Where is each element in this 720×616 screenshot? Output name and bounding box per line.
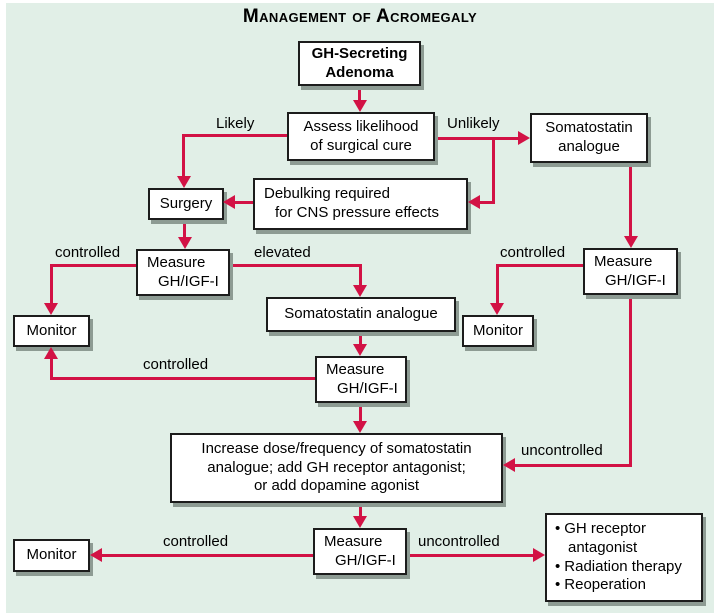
- edge-uncontrolled1-vline: [629, 295, 632, 467]
- diagram-title: Management of Acromegaly: [242, 6, 478, 27]
- edge-label-controlled-4: controlled: [163, 533, 229, 550]
- edge-unlikely-branch-hline: [480, 201, 495, 204]
- bullet-icon: •: [555, 557, 561, 575]
- arrowhead-likely-surgery: [177, 176, 191, 188]
- edge-debulking-surgery-line: [235, 201, 253, 204]
- edge-surgery-measure-line: [183, 220, 186, 237]
- text-line: Measure: [326, 360, 385, 378]
- node-assess-likelihood: Assess likelihood of surgical cure: [287, 112, 435, 161]
- edge-controlled3-vline: [496, 264, 499, 303]
- edge-unlikely-branch-vline: [492, 137, 495, 203]
- edge-elevated-hline: [230, 264, 362, 267]
- edge-label-controlled-1: controlled: [55, 244, 121, 261]
- text-line: Adenoma: [325, 63, 394, 81]
- edge-controlled3-hline: [498, 264, 583, 267]
- arrowhead-debulking-surgery: [223, 195, 235, 209]
- text-line: Monitor: [26, 546, 77, 564]
- node-measure-gh-igf1-left: Measure GH/IGF-I: [136, 249, 230, 296]
- edge-likely-hline: [184, 134, 287, 137]
- node-measure-gh-igf1-right: Measure GH/IGF-I: [583, 248, 678, 295]
- node-measure-gh-igf1-mid: Measure GH/IGF-I: [315, 356, 407, 403]
- node-gh-secreting-adenoma: GH-Secreting Adenoma: [298, 41, 421, 86]
- arrowhead-elevated-somatostatin: [353, 285, 367, 297]
- arrowhead-unlikely-debulking: [468, 195, 480, 209]
- arrowhead-uncontrolled2-options: [533, 548, 545, 562]
- edge-increase-measure-line: [359, 503, 362, 516]
- edge-label-uncontrolled-1: uncontrolled: [521, 442, 603, 459]
- text-line: GH receptor antagonist: [564, 520, 646, 556]
- edge-label-uncontrolled-2: uncontrolled: [418, 533, 500, 550]
- edge-label-controlled-3: controlled: [500, 244, 566, 261]
- list-item: •Reoperation: [555, 576, 646, 595]
- node-monitor-bottom: Monitor: [13, 539, 90, 572]
- text-line: Monitor: [26, 321, 77, 339]
- node-somatostatin-analogue-right: Somatostatin analogue: [530, 113, 648, 163]
- arrowhead-controlled4-monitor: [90, 548, 102, 562]
- node-monitor-right: Monitor: [462, 315, 534, 347]
- text-line: GH/IGF-I: [335, 551, 396, 569]
- text-line: Debulking required: [264, 185, 390, 203]
- text-line: Somatostatin analogue: [284, 305, 438, 323]
- text-line: GH/IGF-I: [605, 271, 666, 289]
- arrowhead-uncontrolled1-increase: [503, 458, 515, 472]
- text-line: GH/IGF-I: [337, 379, 398, 397]
- list-item: •Radiation therapy: [555, 558, 682, 577]
- list-item: •GH receptor antagonist: [555, 520, 695, 558]
- edge-label-elevated: elevated: [254, 244, 311, 261]
- arrowhead-controlled3-monitor: [490, 303, 504, 315]
- text-line: analogue; add GH receptor antagonist;: [207, 458, 466, 476]
- edge-label-unlikely: Unlikely: [447, 115, 500, 132]
- text-line: Radiation therapy: [564, 557, 682, 575]
- text-line: Monitor: [472, 321, 524, 339]
- text-line: Reoperation: [564, 576, 646, 594]
- node-increase-dose: Increase dose/frequency of somatostatin …: [170, 433, 503, 503]
- node-measure-gh-igf1-bottom: Measure GH/IGF-I: [313, 528, 407, 575]
- arrowhead-controlled2-monitor: [44, 347, 58, 359]
- arrowhead-somatostatin-measure: [353, 344, 367, 356]
- edge-somatostatin-right-measure-line: [629, 163, 632, 236]
- arrowhead-surgery-measure: [178, 237, 192, 249]
- text-line: or add dopamine agonist: [253, 477, 420, 495]
- edge-elevated-vline: [359, 264, 362, 285]
- edge-somatostatin-measure-line: [359, 331, 362, 344]
- edge-controlled1-vline: [50, 264, 53, 303]
- node-debulking: Debulking required for CNS pressure effe…: [253, 178, 468, 230]
- edge-measure-increase-line: [359, 403, 362, 421]
- arrowhead-measure-increase: [353, 421, 367, 433]
- edge-uncontrolled2-hline: [407, 554, 533, 557]
- edge-label-controlled-2: controlled: [143, 356, 209, 373]
- bullet-icon: •: [555, 520, 561, 537]
- arrowhead-unlikely-somatostatin: [518, 131, 530, 145]
- edge-adenoma-assess-line: [358, 86, 361, 102]
- edge-controlled4-hline: [102, 554, 313, 557]
- node-surgery: Surgery: [148, 188, 224, 220]
- text-line: for CNS pressure effects: [275, 204, 439, 221]
- text-line: GH/IGF-I: [158, 272, 219, 290]
- edge-controlled2-hline: [51, 377, 315, 380]
- edge-controlled2-vline: [50, 359, 53, 380]
- node-monitor-left: Monitor: [13, 315, 90, 347]
- edge-label-likely: Likely: [216, 115, 255, 132]
- text-line: Measure: [594, 252, 653, 270]
- arrowhead-increase-measure: [353, 516, 367, 528]
- text-line: Somatostatin: [545, 119, 633, 137]
- text-line: of surgical cure: [310, 136, 412, 154]
- edge-unlikely-hline: [435, 137, 518, 140]
- node-escalation-options: •GH receptor antagonist •Radiation thera…: [545, 513, 703, 602]
- text-line: Assess likelihood: [303, 117, 419, 135]
- text-line: Measure: [324, 532, 383, 550]
- edge-controlled1-hline: [51, 264, 136, 267]
- text-line: GH-Secreting: [311, 44, 408, 62]
- text-line: Increase dose/frequency of somatostatin: [201, 439, 472, 457]
- edge-uncontrolled1-hline: [515, 464, 632, 467]
- arrowhead-somatostatin-right-measure: [624, 236, 638, 248]
- arrowhead-controlled1-monitor: [44, 303, 58, 315]
- text-line: Measure: [147, 253, 206, 271]
- text-line: Surgery: [159, 194, 213, 212]
- edge-likely-vline: [182, 134, 185, 178]
- node-somatostatin-analogue-mid: Somatostatin analogue: [266, 297, 456, 332]
- text-line: analogue: [558, 138, 620, 155]
- bullet-icon: •: [555, 576, 561, 594]
- arrowhead-adenoma-assess: [353, 100, 367, 112]
